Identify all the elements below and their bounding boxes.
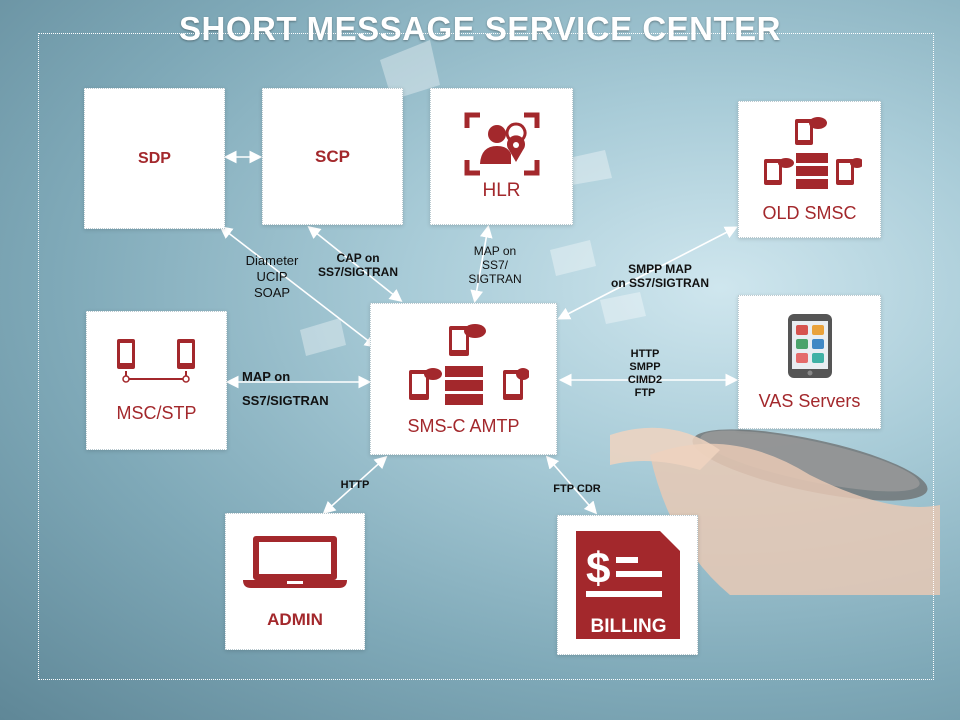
edge-label-vas-amtp: HTTP SMPP CIMD2 FTP <box>627 348 663 399</box>
edge-sdp-amtp <box>219 226 378 348</box>
edge-label-msc-amtp: MAP on SS7/SIGTRAN <box>242 369 329 408</box>
edge-label-oldsmsc-amtp: SMPP MAP on SS7/SIGTRAN <box>610 262 709 290</box>
edge-billing-amtp <box>545 455 598 515</box>
edge-hlr-amtp <box>470 224 493 304</box>
edge-scp-amtp <box>307 226 403 302</box>
edge-admin-amtp <box>322 455 388 515</box>
node-sdp[interactable]: SDP <box>84 88 225 229</box>
invoice-dollar-icon: $ <box>575 531 680 639</box>
node-vas-servers-label: VAS Servers <box>758 390 861 411</box>
node-billing-label: BILLING <box>590 616 667 637</box>
node-sdp-label: SDP <box>138 149 171 167</box>
node-hlr[interactable]: HLR <box>430 88 573 225</box>
laptop-icon <box>243 535 347 588</box>
node-hlr-label: HLR <box>482 179 521 201</box>
node-admin-label: ADMIN <box>267 609 323 629</box>
two-phones-icon <box>116 339 195 383</box>
node-scp-label: SCP <box>315 146 350 166</box>
node-msc-stp-label: MSC/STP <box>116 403 197 423</box>
server-phones-icon <box>763 117 862 189</box>
edge-label-billing-amtp: FTP CDR <box>553 483 601 495</box>
node-vas-servers[interactable]: VAS Servers <box>738 295 881 429</box>
node-billing[interactable]: $ BILLING <box>557 515 698 655</box>
node-msc-stp[interactable]: MSC/STP <box>86 311 227 450</box>
node-sms-c-amtp[interactable]: SMS-C AMTP <box>370 303 557 455</box>
smartphone-apps-icon <box>787 313 832 378</box>
user-location-icon <box>464 112 539 175</box>
page-title: SHORT MESSAGE SERVICE CENTER <box>179 10 781 47</box>
edge-label-hlr-amtp: MAP on SS7/ SIGTRAN <box>468 244 522 286</box>
edge-label-sdp-amtp: Diameter UCIP SOAP <box>245 253 299 300</box>
edge-label-scp-amtp: CAP on SS7/SIGTRAN <box>317 251 398 279</box>
hand-phone-illustration <box>610 427 940 595</box>
node-old-smsc-label: OLD SMSC <box>762 203 857 223</box>
edge-label-admin-amtp: HTTP <box>340 479 370 491</box>
server-phones-icon <box>408 323 529 405</box>
node-admin[interactable]: ADMIN <box>225 513 365 650</box>
svg-text:$: $ <box>586 544 610 593</box>
node-old-smsc[interactable]: OLD SMSC <box>738 101 881 238</box>
node-sms-c-amtp-label: SMS-C AMTP <box>407 415 520 436</box>
diagram-frame <box>38 33 934 680</box>
edge-oldsmsc-amtp <box>557 226 738 320</box>
node-scp[interactable]: SCP <box>262 88 403 225</box>
